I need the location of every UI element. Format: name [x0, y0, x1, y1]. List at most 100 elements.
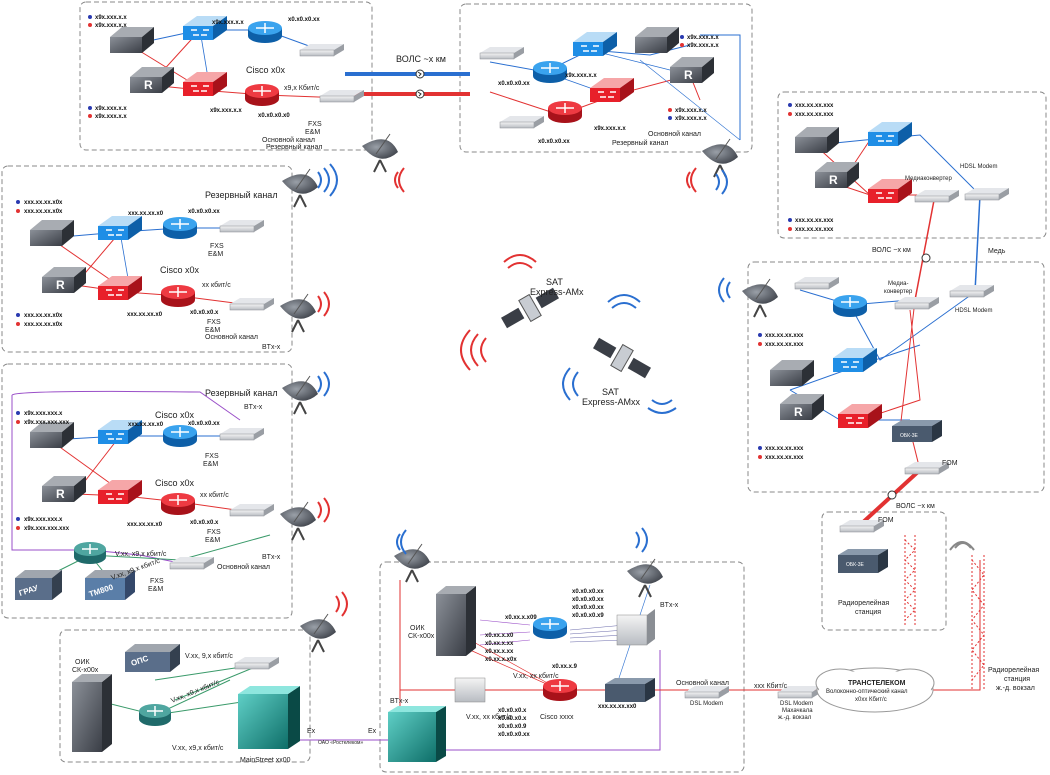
transtelecom-cloud	[815, 667, 935, 713]
speed-label: V.xx, xx кбит/с	[513, 672, 559, 680]
ip-label: x0.x0.x0.x0	[258, 113, 290, 119]
router-server-icon	[130, 67, 174, 93]
dsk-device-icon	[838, 549, 888, 573]
device-label: HDSL Modem	[955, 308, 992, 314]
ip-label: x0.xx.x.xx	[485, 649, 514, 655]
modem-icon	[794, 276, 840, 290]
ip-label: x0.x0.x0.xx	[572, 605, 604, 611]
device-label: MainStreet xx00	[240, 757, 291, 764]
port-label: E&M	[205, 537, 220, 544]
modem-icon	[499, 115, 545, 129]
ip-label: x9x.xxx.xxx.xxx	[24, 420, 70, 426]
ip-label: x0.x0.x0.xx	[288, 17, 320, 23]
link-label: ВОЛС ~x км	[396, 54, 446, 64]
link-label: ВОЛС ~x км	[872, 247, 911, 254]
ip-label: x9x.xxx.x.x	[95, 106, 127, 112]
device-label: Cisco x0x	[155, 410, 195, 420]
channel-label: Основной канал	[217, 563, 270, 571]
ip-label: x9x.xxx.xxx.xxx	[24, 526, 70, 532]
router-icon	[547, 100, 583, 124]
port-label: E&M	[205, 327, 220, 334]
channel-label: Основной канал	[648, 130, 701, 138]
speed-label: xxx Кбит/с	[754, 682, 788, 690]
speed-label: V.xx, 9,x кбит/с	[185, 652, 233, 660]
ip-label: x9x.xxx.x.x	[95, 114, 127, 120]
device-label: конвертер	[884, 289, 913, 295]
switch-icon	[182, 71, 228, 97]
ip-label: xxx.xx.xx.x0	[127, 312, 163, 318]
station-label: Радиорелейная	[838, 599, 889, 607]
port-label: FXS	[205, 453, 219, 460]
server-icon	[110, 27, 154, 53]
ip-label: x0.x0.x0.x	[498, 716, 527, 722]
satellite-dish-icon	[626, 558, 664, 598]
switch-icon	[589, 77, 635, 103]
router-icon	[138, 703, 172, 727]
router-icon	[162, 216, 198, 240]
channel-label: Резервный канал	[205, 388, 278, 398]
patch-panel-icon	[454, 677, 486, 703]
ip-label: x0.x0.x0.xx	[188, 209, 220, 215]
channel-label: Основной канал	[676, 679, 729, 687]
grau-device-icon	[15, 570, 62, 600]
device-group-bottom-left	[72, 613, 337, 752]
device-label: Cisco x0x	[246, 65, 286, 75]
channel-label: Резервный канал	[612, 139, 668, 147]
device-group-right-mid	[741, 276, 995, 475]
device-group-lower-left	[15, 375, 319, 600]
router-icon	[532, 616, 568, 640]
satellite-dish-icon	[701, 138, 739, 178]
router-server-icon	[42, 267, 86, 293]
device-label: Cisco xxxx	[540, 714, 574, 721]
oik-server-icon	[72, 674, 112, 752]
device-group-right-bottom	[838, 519, 888, 573]
station-label: BTx-x	[660, 602, 679, 609]
server-icon	[770, 360, 814, 386]
modem-icon	[299, 43, 345, 57]
device-label: ОИК	[75, 659, 90, 666]
media-converter-icon	[914, 189, 960, 203]
switch-icon	[867, 121, 913, 147]
router-icon	[160, 492, 196, 516]
speed-label: V.xx, x9,x кбит/с	[172, 744, 224, 752]
server-icon	[30, 220, 74, 246]
modem-icon	[684, 685, 730, 699]
port-label: FXS	[210, 243, 224, 250]
device-label: ОБК-3Е	[846, 562, 865, 568]
mainstreet-device-icon	[238, 686, 300, 749]
satellite-dish-icon	[279, 501, 317, 541]
satellite-dish-icon	[361, 133, 399, 173]
satellite-dish-icon	[281, 375, 319, 415]
device-label: FOM	[942, 460, 958, 467]
ip-label: x9x.xxx.x.x	[675, 108, 707, 114]
modem-icon	[229, 503, 275, 517]
ip-label: x9x.xxx.x.x	[212, 20, 244, 26]
port-label: E&M	[305, 129, 320, 136]
lightning-icon	[415, 69, 931, 500]
ip-label: xxx.xx.xx.xxx	[795, 218, 834, 224]
port-label: E&M	[208, 251, 223, 258]
satellite-dish-icon	[279, 293, 317, 333]
ip-label: x9x.xxx.x.x	[687, 43, 719, 49]
ip-label: xxx.xx.xx.xxx	[765, 455, 804, 461]
ip-label: xxx.xx.xx.xxx	[765, 446, 804, 452]
oik-server-icon	[436, 586, 476, 656]
switch-icon	[97, 275, 143, 301]
ip-label: x0.xx.x.x0	[485, 633, 514, 639]
ip-label: xxx.xx.xx.x0x	[24, 322, 63, 328]
speed-label: V.xx, x9,x кбит/с	[115, 550, 167, 558]
ip-label: x0.x0.x0.xx	[572, 589, 604, 595]
ip-label: x9x.xxx.x.x	[565, 73, 597, 79]
link-label: ВОЛС ~x км	[896, 503, 935, 510]
router-server-icon	[815, 162, 859, 188]
station-label: ж.-д. вокзал	[996, 685, 1035, 692]
device-label: ж.-д. вокзал	[778, 715, 812, 721]
ip-label: x9x.xxx.xxx.x	[24, 517, 63, 523]
modem-icon	[319, 89, 365, 103]
provider-label: ТРАНСТЕЛЕКОМ	[848, 680, 906, 687]
tm800-device-icon	[85, 570, 135, 600]
router-icon	[244, 83, 280, 107]
ip-label: x0.x0.x0.x	[190, 310, 219, 316]
device-label: СК-x00x	[72, 667, 99, 674]
